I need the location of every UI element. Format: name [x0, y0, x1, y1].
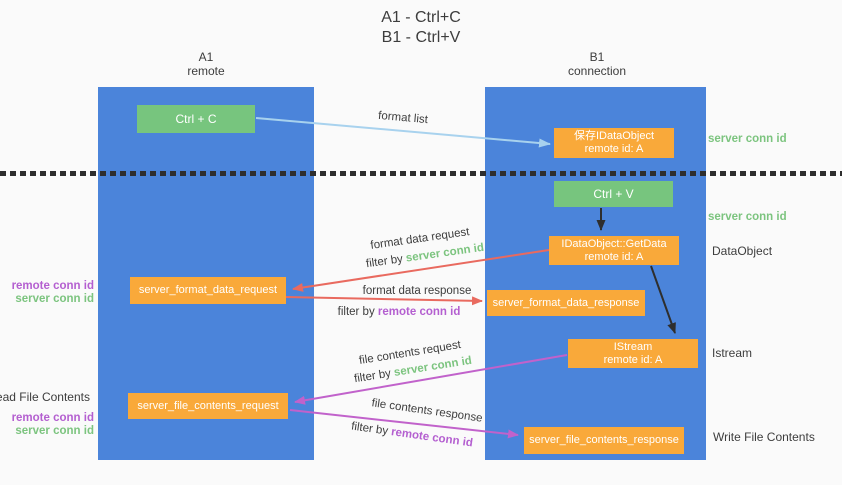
ctrl-c-label: Ctrl + C: [175, 112, 217, 126]
dataobject-label: DataObject: [712, 244, 773, 258]
lifeline-header-b1: B1 connection: [568, 50, 626, 78]
arrow-format-data-request: [292, 249, 550, 292]
ctrl-v-box: Ctrl + V: [554, 181, 673, 207]
remote-conn-id-left-2: remote conn id: [11, 412, 94, 424]
server-format-data-response-box: server_format_data_response: [487, 290, 645, 316]
server-conn-id-right-1: server conn id: [708, 133, 787, 145]
save-idataobject-box: 保存IDataObject remote id: A: [554, 128, 674, 158]
arrow-getdata-to-istream: [650, 265, 676, 334]
ctrl-c-box: Ctrl + C: [137, 105, 255, 133]
getdata-title: IDataObject::GetData: [561, 237, 667, 250]
server-conn-id-left-2: server conn id: [15, 425, 94, 437]
ctrl-v-label: Ctrl + V: [593, 187, 634, 201]
istream-box: IStream remote id: A: [568, 339, 698, 368]
arrow-format-list: [255, 117, 551, 148]
arrow-file-contents-request: [294, 354, 568, 405]
server-format-data-request-label: server_format_data_request: [138, 284, 278, 296]
server-file-contents-response-box: server_file_contents_response: [524, 427, 684, 454]
arrow-format-data-response: [285, 296, 483, 306]
server-file-contents-request-label: server_file_contents_request: [137, 399, 279, 412]
istream-side-label: Istream: [712, 346, 753, 360]
istream-title: IStream: [613, 340, 653, 353]
filter-by-remote-conn-id-label-1: filter by remote conn id: [338, 306, 461, 318]
lifeline-header-a1: A1 remote: [187, 50, 224, 78]
istream-subtitle: remote id: A: [603, 353, 663, 366]
filter-by-text: filter by: [337, 306, 375, 318]
conn-id-stack-2: remote conn id server conn id: [12, 412, 94, 438]
server-conn-id-left-1: server conn id: [15, 293, 94, 305]
arrow-file-contents-response: [289, 409, 519, 439]
server-file-contents-request-box: server_file_contents_request: [128, 393, 288, 419]
write-file-contents-label: Write File Contents: [713, 430, 815, 444]
diagram-title: A1 - Ctrl+C B1 - Ctrl+V: [0, 8, 842, 48]
save-idataobject-title: 保存IDataObject: [573, 130, 655, 142]
lifeline-b1-name: B1: [589, 50, 605, 64]
title-line-a1: A1 - Ctrl+C: [381, 9, 461, 26]
read-file-contents-label: Read File Contents: [0, 390, 90, 404]
lifeline-b1-role: connection: [567, 64, 627, 78]
getdata-subtitle: remote id: A: [584, 250, 644, 263]
conn-id-stack-1: remote conn id server conn id: [12, 280, 94, 306]
remote-conn-id-text: remote conn id: [377, 306, 461, 318]
save-idataobject-subtitle: remote id: A: [584, 143, 644, 155]
remote-conn-id-left-1: remote conn id: [11, 280, 94, 292]
dotted-divider: [0, 171, 842, 176]
server-format-data-request-box: server_format_data_request: [130, 277, 286, 304]
lifeline-a1-name: A1: [198, 50, 214, 64]
format-data-response-label: format data response: [362, 285, 472, 297]
idataobject-getdata-box: IDataObject::GetData remote id: A: [549, 236, 679, 265]
server-format-data-response-label: server_format_data_response: [492, 296, 640, 309]
server-conn-id-right-2: server conn id: [708, 211, 787, 223]
title-line-b1: B1 - Ctrl+V: [381, 29, 461, 46]
server-file-contents-response-label: server_file_contents_response: [529, 434, 679, 446]
lifeline-a1-role: remote: [187, 64, 225, 78]
